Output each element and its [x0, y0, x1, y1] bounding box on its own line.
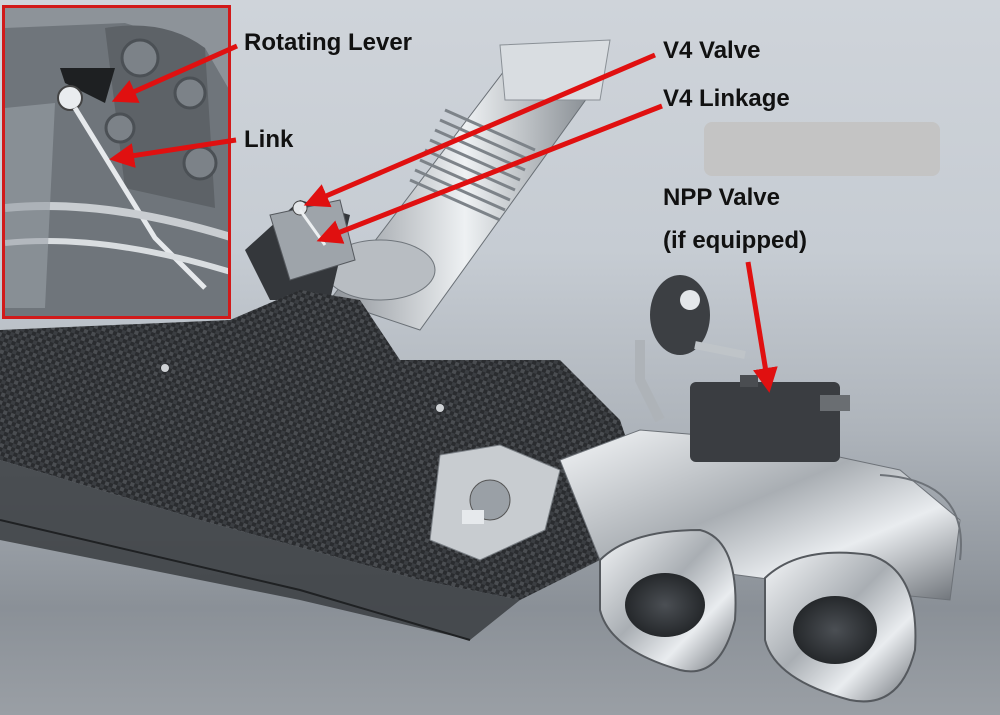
inlet-pipe [324, 39, 611, 331]
exhaust-tip-right [764, 551, 917, 703]
label-rotating-lever: Rotating Lever [244, 29, 413, 56]
inset-detail-box [2, 5, 231, 319]
arrow-v4-linkage [316, 103, 663, 244]
exhaust-tip-left [599, 528, 737, 673]
label-v4-linkage: V4 Linkage [663, 85, 790, 112]
label-npp-valve: NPP Valve [663, 184, 780, 211]
label-npp-valve-note: (if equipped) [663, 227, 807, 254]
arrow-link [109, 137, 237, 168]
label-link: Link [244, 126, 294, 153]
arrow-v4-valve [303, 52, 656, 208]
redacted-region [704, 122, 940, 176]
arrow-npp-valve [745, 261, 778, 393]
mount-bracket [429, 444, 561, 561]
inset-illustration [5, 8, 228, 316]
npp-valve-actuator [635, 275, 850, 462]
arrow-rotating-lever [111, 43, 239, 103]
label-v4-valve: V4 Valve [663, 37, 761, 64]
